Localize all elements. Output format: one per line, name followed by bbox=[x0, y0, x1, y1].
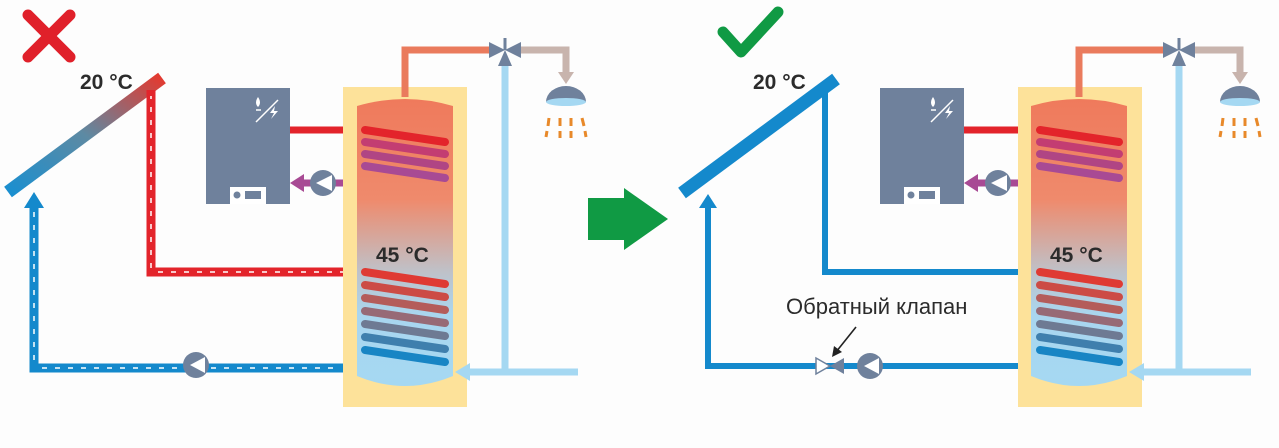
collector-temp-label: 20 °C bbox=[753, 71, 806, 94]
solar-heat-exchanger-coil bbox=[1036, 268, 1123, 366]
solar-heat-exchanger-coil bbox=[361, 268, 449, 366]
boiler-heat-exchanger-coil bbox=[361, 126, 449, 182]
gas-electric-icon bbox=[255, 97, 279, 123]
reverse-cold-flow-pipe bbox=[24, 192, 420, 373]
solar-return-pipe bbox=[699, 194, 1095, 369]
hot-water-outlet-pipe bbox=[1075, 46, 1169, 97]
cold-water-inlet-pipe bbox=[1129, 58, 1251, 381]
callout-arrow bbox=[832, 326, 857, 357]
collector-temp-label: 20 °C bbox=[80, 71, 133, 94]
boiler-pump-icon bbox=[310, 170, 336, 196]
check-valve-icon bbox=[815, 356, 844, 376]
boiler bbox=[880, 88, 964, 204]
arrow-right-icon bbox=[588, 188, 668, 250]
cross-icon bbox=[22, 9, 76, 63]
shower-icon bbox=[1218, 86, 1262, 138]
solar-collector bbox=[4, 72, 166, 198]
check-icon bbox=[717, 6, 784, 58]
mixing-valve-icon bbox=[1163, 38, 1195, 66]
shower-icon bbox=[544, 86, 588, 138]
tank-temp-label: 45 °C bbox=[376, 244, 429, 267]
storage-tank: 45 °C bbox=[1018, 87, 1142, 407]
right-panel: 20 °C Обратный клапан bbox=[678, 6, 1262, 407]
mixed-water-pipe bbox=[521, 46, 570, 74]
gas-electric-icon bbox=[930, 97, 954, 123]
boiler bbox=[206, 88, 290, 204]
left-panel: 20 °C bbox=[4, 9, 588, 407]
mixing-valve-icon bbox=[489, 38, 521, 66]
solar-collector bbox=[678, 73, 840, 199]
boiler-heat-exchanger-coil bbox=[1036, 126, 1123, 182]
tank-temp-label: 45 °C bbox=[1050, 244, 1103, 267]
cold-water-inlet-pipe bbox=[455, 58, 578, 381]
check-valve-label: Обратный клапан bbox=[786, 294, 967, 319]
hot-water-outlet-pipe bbox=[401, 46, 495, 97]
mixed-water-pipe bbox=[1195, 46, 1244, 74]
boiler-pump-icon bbox=[985, 170, 1011, 196]
solar-pump-icon bbox=[857, 353, 883, 379]
solar-pump-icon bbox=[183, 352, 209, 378]
storage-tank: 45 °C bbox=[343, 87, 467, 407]
